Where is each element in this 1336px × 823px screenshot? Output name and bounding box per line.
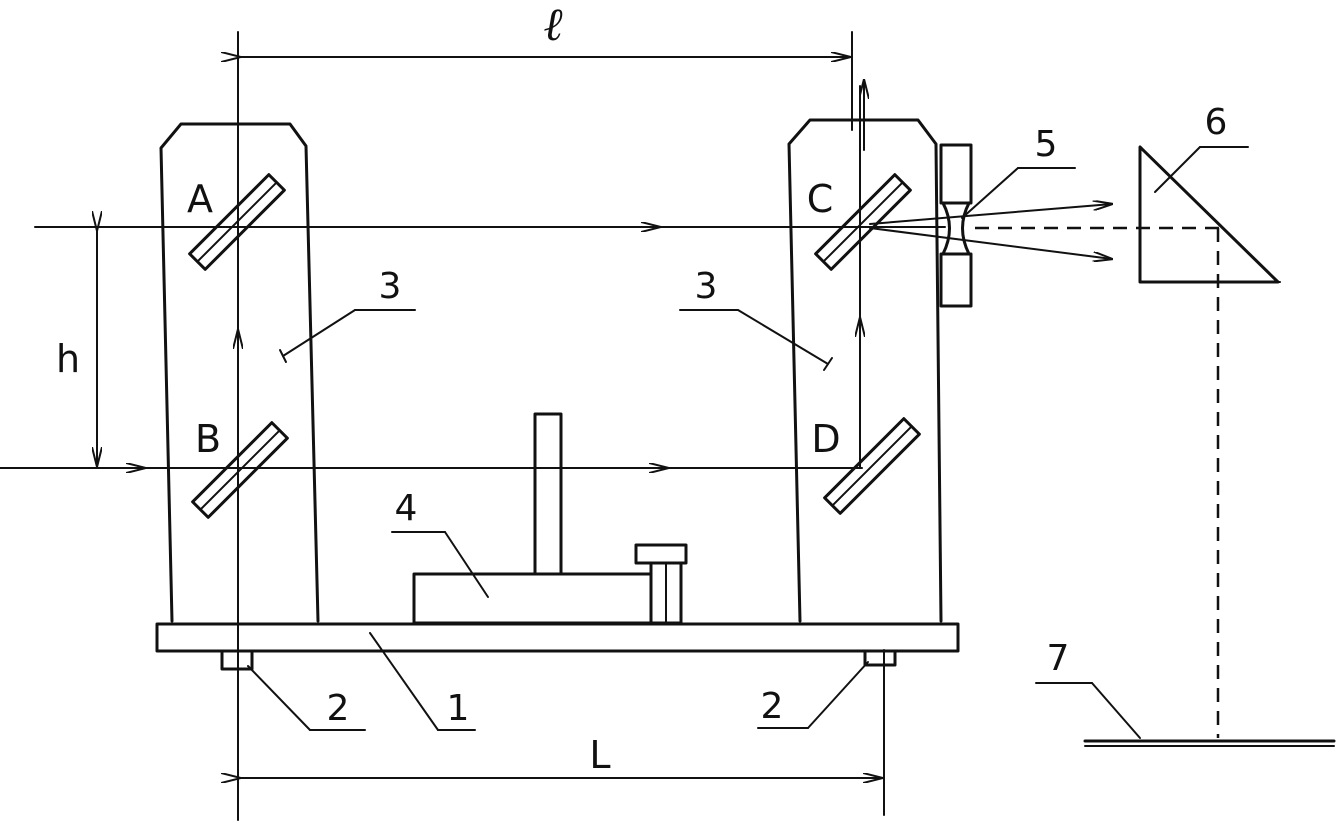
leader-3-left (282, 309, 356, 357)
leader-6 (1154, 146, 1201, 193)
diverging-beam-lower (869, 227, 1112, 259)
leader-1 (369, 632, 439, 731)
diverging-beam-upper (869, 204, 1112, 225)
stage-post (533, 412, 563, 576)
leader-4 (444, 531, 489, 598)
screw-head (634, 543, 688, 565)
leader-3-right (737, 309, 829, 365)
left-housing (159, 122, 320, 623)
mirror-d-label: D (811, 417, 840, 461)
dimension-l-label: ℓ (543, 0, 563, 51)
mirror-a-label: A (187, 177, 213, 221)
leader-2-left (247, 665, 311, 731)
dimension-L-label: L (589, 733, 610, 777)
lens-element (939, 143, 973, 308)
prism (1138, 145, 1280, 284)
part-3-left-label: 3 (379, 266, 402, 307)
base-plate (155, 622, 960, 653)
mirror-c-label: C (807, 177, 834, 221)
foot-right (863, 649, 897, 667)
foot-left (220, 649, 254, 671)
part-6-label: 6 (1205, 102, 1228, 143)
leader-2-right (807, 661, 869, 729)
part-7-label: 7 (1047, 638, 1070, 679)
leader-3-left-tick (279, 349, 287, 363)
mirror-a (188, 173, 286, 271)
part-2-right-label: 2 (761, 686, 784, 727)
mirror-d (823, 417, 921, 515)
dimension-h-label: h (56, 337, 80, 381)
mirror-c (814, 173, 912, 271)
mirror-b (191, 421, 289, 519)
part-5-label: 5 (1035, 124, 1058, 165)
leader-7 (1091, 682, 1141, 739)
stage-block (412, 572, 653, 625)
leader-5 (961, 167, 1019, 219)
leader-3-right-tick (823, 357, 833, 371)
part-4-label: 4 (395, 488, 418, 529)
mirror-b-label: B (195, 417, 221, 461)
part-1-label: 1 (447, 688, 470, 729)
part-2-left-label: 2 (327, 688, 350, 729)
part-3-right-label: 3 (695, 266, 718, 307)
